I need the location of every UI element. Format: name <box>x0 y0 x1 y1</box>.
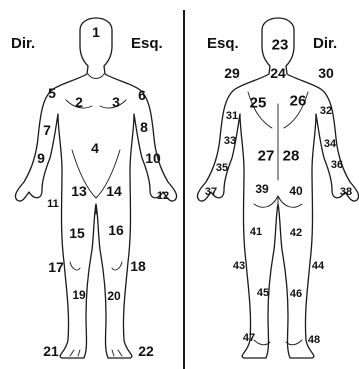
region-label: 19 <box>72 288 86 302</box>
region-label: 23 <box>272 37 289 54</box>
region-label: 18 <box>130 258 146 274</box>
region-label: 32 <box>320 105 332 117</box>
region-label: 38 <box>340 186 352 198</box>
region-label: 15 <box>69 225 85 241</box>
front-body-figure <box>15 18 176 358</box>
region-label: 27 <box>258 148 275 165</box>
region-label: 10 <box>145 150 161 166</box>
region-label: 16 <box>108 222 124 238</box>
region-label: 42 <box>290 227 302 239</box>
region-label: 35 <box>216 162 228 174</box>
region-label: 22 <box>138 343 154 359</box>
front-left-side-label: Esq. <box>131 35 163 52</box>
region-label: 28 <box>283 148 300 165</box>
back-left-side-label: Esq. <box>207 35 239 52</box>
region-label: 17 <box>48 259 64 275</box>
region-label: 14 <box>106 183 122 199</box>
region-label: 43 <box>233 260 245 272</box>
region-label: 3 <box>112 94 120 110</box>
region-label: 1 <box>92 24 100 40</box>
region-label: 34 <box>324 138 337 150</box>
region-label: 36 <box>331 159 343 171</box>
region-label: 11 <box>47 198 59 210</box>
region-label: 7 <box>43 122 51 138</box>
back-right-side-label: Dir. <box>313 35 337 52</box>
region-label: 26 <box>290 93 307 110</box>
region-label: 37 <box>205 186 217 198</box>
region-label: 46 <box>290 288 302 300</box>
region-label: 8 <box>140 119 148 135</box>
region-label: 33 <box>224 135 236 147</box>
back-region-numbers: 23 24 25 26 27 28 29 30 31 32 33 34 35 3… <box>205 37 352 347</box>
region-label: 20 <box>107 289 121 303</box>
front-region-numbers: 1 2 3 4 5 6 7 8 9 10 11 12 13 14 15 16 1… <box>37 24 169 359</box>
region-label: 4 <box>91 140 99 156</box>
region-label: 21 <box>43 343 59 359</box>
region-label: 12 <box>157 190 169 202</box>
region-label: 44 <box>312 260 325 272</box>
region-label: 6 <box>138 87 146 103</box>
region-label: 48 <box>308 334 320 346</box>
front-right-side-label: Dir. <box>11 35 35 52</box>
region-label: 9 <box>37 150 45 166</box>
region-label: 40 <box>289 184 303 198</box>
region-label: 25 <box>250 95 267 112</box>
region-label: 2 <box>75 94 83 110</box>
region-label: 30 <box>318 65 334 81</box>
region-label: 29 <box>224 65 240 81</box>
region-label: 5 <box>48 85 56 101</box>
region-label: 24 <box>270 65 286 81</box>
region-label: 41 <box>250 226 262 238</box>
region-label: 47 <box>243 332 255 344</box>
region-label: 13 <box>71 183 87 199</box>
region-label: 31 <box>226 110 238 122</box>
region-label: 39 <box>255 182 269 196</box>
region-label: 45 <box>257 287 269 299</box>
